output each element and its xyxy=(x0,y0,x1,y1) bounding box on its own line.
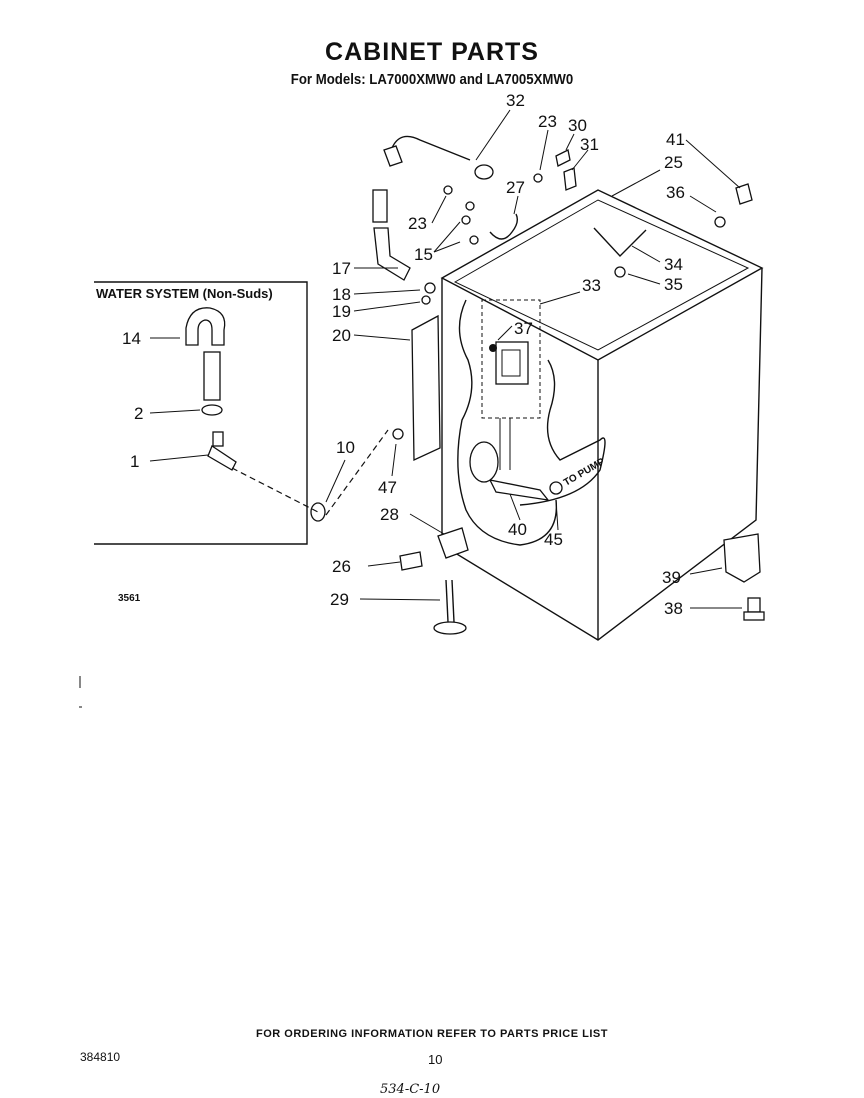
clamp-part xyxy=(201,404,223,416)
callout-14: 14 xyxy=(122,329,141,348)
clip-part xyxy=(735,183,753,205)
callout-36: 36 xyxy=(666,183,685,202)
bracket-part xyxy=(411,314,441,462)
callout-32: 32 xyxy=(506,91,525,110)
hose-part xyxy=(185,307,226,401)
v-bracket-part xyxy=(593,227,647,258)
callout-39: 39 xyxy=(662,568,681,587)
valve-part xyxy=(207,431,237,471)
ring-part xyxy=(310,502,326,522)
callout-23-top: 23 xyxy=(538,112,557,131)
screw-parts xyxy=(392,173,726,440)
water-system-label: WATER SYSTEM (Non-Suds) xyxy=(96,286,273,301)
clip-part xyxy=(555,149,571,167)
handwritten-note: 534-C-10 xyxy=(380,1082,441,1097)
callout-47: 47 xyxy=(378,478,397,497)
models-subtitle: For Models: LA7000XMW0 and LA7005XMW0 xyxy=(290,71,574,88)
page-title: CABINET PARTS xyxy=(325,38,539,66)
callout-17: 17 xyxy=(332,259,351,278)
cabinet-outline xyxy=(440,189,764,641)
callout-40: 40 xyxy=(508,520,527,539)
callout-31: 31 xyxy=(580,135,599,154)
callout-18: 18 xyxy=(332,285,351,304)
fill-hose-part xyxy=(372,189,411,281)
page-number: 10 xyxy=(428,1052,443,1067)
callout-33: 33 xyxy=(582,276,601,295)
callout-26: 26 xyxy=(332,557,351,576)
drain-hose-part: TO PUMP xyxy=(469,441,607,501)
dashed-connector xyxy=(325,429,389,516)
callout-29: 29 xyxy=(330,590,349,609)
callout-37: 37 xyxy=(514,319,533,338)
wire-part xyxy=(489,213,519,240)
callout-30: 30 xyxy=(568,116,587,135)
document-number: 384810 xyxy=(80,1050,121,1064)
callout-19: 19 xyxy=(332,302,351,321)
to-pump-label: TO PUMP xyxy=(562,456,607,488)
callout-23-left: 23 xyxy=(408,214,427,233)
rear-plate-part xyxy=(723,533,761,583)
callout-10: 10 xyxy=(336,438,355,457)
callout-20: 20 xyxy=(332,326,351,345)
callout-27: 27 xyxy=(506,178,525,197)
ordering-note: FOR ORDERING INFORMATION REFER TO PARTS … xyxy=(256,1028,608,1040)
inlet-hose-part xyxy=(383,135,494,180)
callout-34: 34 xyxy=(664,255,683,274)
leader-arrows xyxy=(149,109,742,609)
callout-2: 2 xyxy=(134,404,143,423)
water-system-box: WATER SYSTEM (Non-Suds) xyxy=(94,281,308,545)
wiring-harness xyxy=(457,299,606,546)
callout-1: 1 xyxy=(130,452,139,471)
callout-labels: 14 2 1 10 17 18 19 20 23 15 32 23 30 31 … xyxy=(118,91,685,618)
figure-number: 3561 xyxy=(118,593,141,604)
dashed-connector xyxy=(231,467,319,513)
callout-25: 25 xyxy=(664,153,683,172)
callout-15: 15 xyxy=(414,245,433,264)
switch-part xyxy=(489,341,529,385)
leg-bracket-part xyxy=(437,527,469,559)
callout-41: 41 xyxy=(666,130,685,149)
leveling-leg-part xyxy=(433,579,467,635)
callout-28: 28 xyxy=(380,505,399,524)
rear-foot-part xyxy=(743,597,765,621)
callout-35: 35 xyxy=(664,275,683,294)
nut-part xyxy=(399,551,423,571)
clip-part xyxy=(563,167,577,191)
callout-38: 38 xyxy=(664,599,683,618)
callout-45: 45 xyxy=(544,530,563,549)
